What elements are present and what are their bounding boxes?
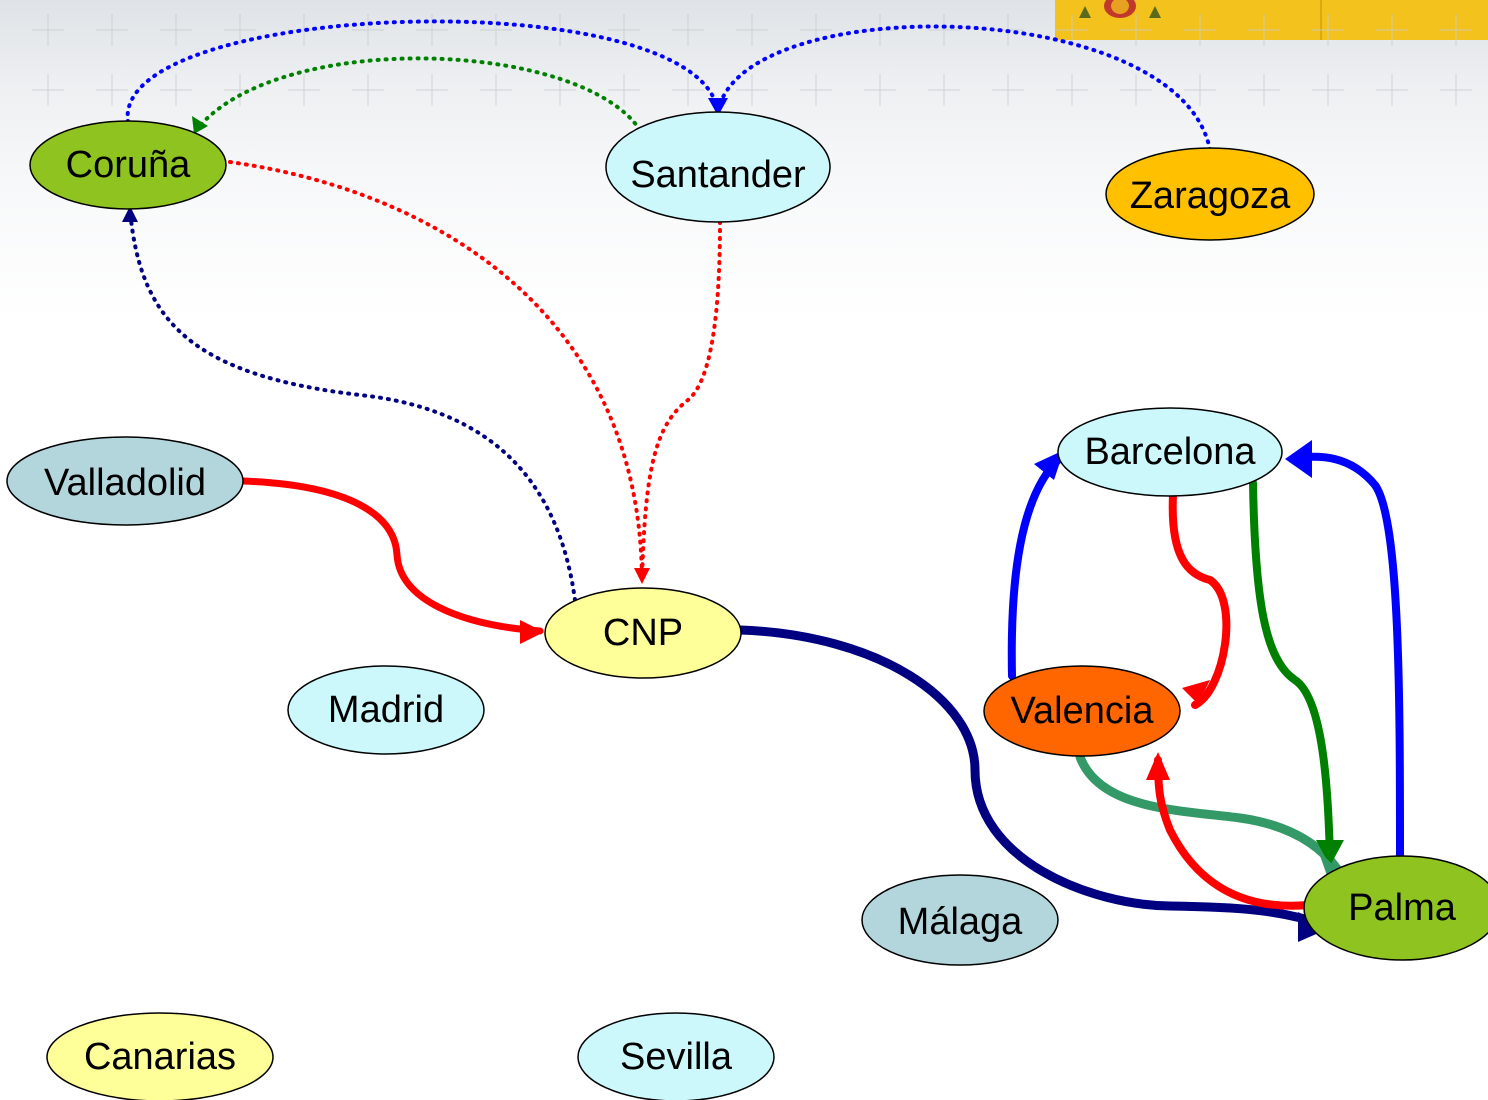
node-cnp-shape [544, 587, 742, 679]
edge-layer [125, 19, 1404, 930]
arrowhead-cnp-in-valladolid [520, 620, 544, 644]
node-sevilla-shape [577, 1012, 775, 1100]
node-valladolid-shape [6, 436, 244, 526]
node-palma[interactable]: Palma [1303, 855, 1488, 961]
node-sevilla[interactable]: Sevilla [577, 1012, 775, 1100]
node-barcelona[interactable]: Barcelona [1057, 407, 1283, 497]
node-valladolid-label: Valladolid [44, 462, 206, 504]
node-coruna[interactable]: Coruña [29, 120, 227, 210]
arrowhead-valencia-in-barcelona [1182, 680, 1210, 704]
edge-santander-coruna [196, 56, 642, 132]
arrowhead-coruna-in-green [192, 116, 208, 134]
arrowhead-santander-in-1 [708, 98, 728, 116]
edge-valencia-palma [1075, 752, 1343, 875]
node-valencia[interactable]: Valencia [983, 665, 1181, 757]
background-crosses [0, 0, 1488, 120]
node-canarias[interactable]: Canarias [46, 1012, 274, 1100]
node-malaga[interactable]: Málaga [861, 874, 1059, 966]
arrowhead-coruna-in-navy [122, 206, 138, 222]
node-valencia-label: Valencia [1011, 690, 1155, 732]
edge-cnp-palma [735, 625, 1330, 930]
arrowhead-layer [122, 98, 1346, 942]
edge-valencia-barcelona [1007, 454, 1064, 680]
edge-coruna-santander [125, 19, 720, 124]
edge-zaragoza-santander [716, 24, 1212, 152]
node-malaga-shape [861, 874, 1059, 966]
edge-barcelona-valencia [1168, 491, 1231, 709]
edge-santander-cnp [640, 220, 722, 582]
edge-cnp-coruna [128, 208, 577, 602]
node-valencia-shape [983, 665, 1181, 757]
node-barcelona-label: Barcelona [1084, 431, 1256, 473]
node-canarias-shape [46, 1012, 274, 1100]
node-santander[interactable]: Santander [605, 111, 831, 223]
node-coruna-shape [29, 120, 227, 210]
edge-palma-valencia [1154, 756, 1312, 910]
node-santander-shape [605, 111, 831, 223]
arrowhead-barcelona-in-palma [1285, 440, 1312, 478]
edge-valladolid-cnp [239, 477, 544, 635]
node-madrid[interactable]: Madrid [287, 665, 485, 755]
arrowhead-barcelona-in-valencia [1034, 450, 1064, 480]
node-zaragoza[interactable]: Zaragoza [1105, 147, 1315, 241]
node-zaragoza-label: Zaragoza [1130, 175, 1291, 217]
node-zaragoza-shape [1105, 147, 1315, 241]
arrowhead-palma-in-barcelona [1316, 840, 1344, 866]
node-madrid-label: Madrid [328, 689, 444, 731]
node-cnp[interactable]: CNP [544, 587, 742, 679]
arrowhead-valencia-in-palma [1146, 752, 1170, 780]
node-santander-label: Santander [630, 154, 806, 196]
node-madrid-shape [287, 665, 485, 755]
node-canarias-label: Canarias [84, 1036, 236, 1078]
node-valladolid[interactable]: Valladolid [6, 436, 244, 526]
arrowhead-cnp-in-red [634, 568, 650, 584]
node-coruna-label: Coruña [66, 144, 191, 186]
node-palma-shape [1303, 855, 1488, 961]
edge-palma-barcelona [1291, 452, 1404, 862]
node-palma-label: Palma [1348, 887, 1457, 929]
node-sevilla-label: Sevilla [620, 1036, 733, 1078]
edge-coruna-cnp [228, 160, 644, 582]
node-malaga-label: Málaga [898, 901, 1023, 943]
edge-barcelona-palma [1249, 479, 1334, 859]
node-cnp-label: CNP [603, 612, 683, 654]
node-barcelona-shape [1057, 407, 1283, 497]
